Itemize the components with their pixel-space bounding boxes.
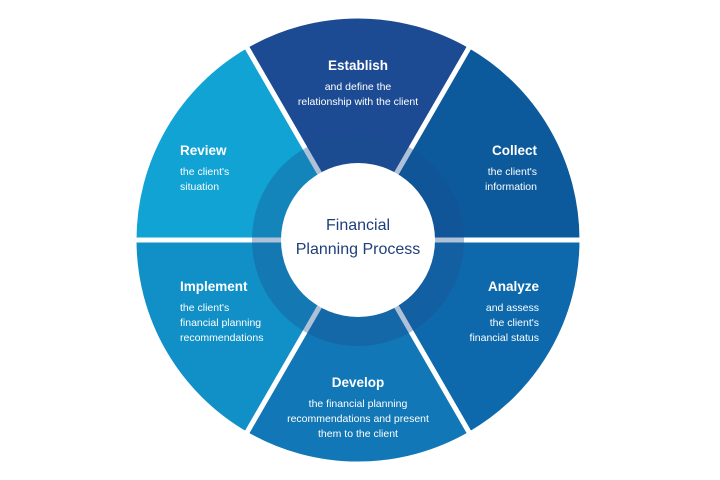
segment-establish [242,13,474,246]
center-title-line-1: Financial [326,217,390,234]
segment-label-collect: Collect the client's information [485,143,537,193]
segment-title-analyze: Analyze [488,279,540,294]
center-title-line-2: Planning Process [296,241,421,258]
segment-label-review: Review the client's situation [180,143,229,193]
segments-layer [131,13,585,467]
segment-desc-review-line-2: situation [180,181,219,193]
center-ring-layer [252,134,464,346]
segment-label-establish: Establish and define the relationship with… [298,58,418,108]
segment-desc-develop-line-3: them to the client [318,428,398,440]
segment-title-review: Review [180,143,227,158]
segment-desc-implement-line-3: recommendations [180,332,263,344]
segment-desc-develop-line-2: recommendations and present [287,413,429,425]
segment-desc-review-line-1: the client's [180,166,229,178]
segment-label-implement: Implement the client's financial planning r… [180,279,263,344]
segment-desc-collect-line-1: the client's [488,166,537,178]
segment-title-establish: Establish [328,58,388,73]
center-circle [281,163,435,317]
segment-title-develop: Develop [332,375,385,390]
segment-desc-establish-line-1: and define the [325,81,392,93]
segment-develop [242,234,474,467]
segment-desc-develop-line-1: the financial planning [309,398,408,410]
segment-desc-implement-line-1: the client's [180,302,229,314]
segment-desc-collect-line-2: information [485,181,537,193]
segment-desc-analyze-line-3: financial status [470,332,539,344]
segment-desc-analyze-line-2: the client's [490,317,539,329]
segment-desc-establish-line-2: relationship with the client [298,96,418,108]
segment-label-develop: Develop the financial planning recommendat… [287,375,429,440]
labels-layer: Establish and define the relationship with… [180,58,539,440]
segment-label-analyze: Analyze and assess the client's financial s… [470,279,540,344]
segment-desc-implement-line-2: financial planning [180,317,261,329]
segment-title-collect: Collect [492,143,538,158]
segment-desc-analyze-line-1: and assess [486,302,539,314]
segment-title-implement: Implement [180,279,248,294]
